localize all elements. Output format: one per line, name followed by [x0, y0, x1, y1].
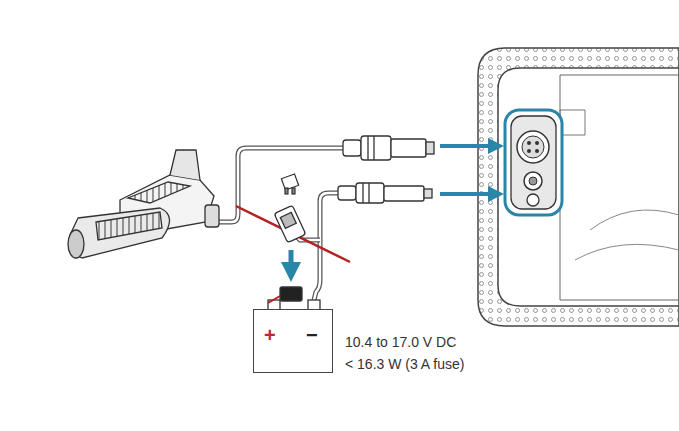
plug-arrow — [440, 192, 496, 196]
plug-arrow — [440, 144, 496, 148]
spare-fuse — [281, 174, 298, 194]
battery-terminals — [268, 287, 320, 310]
transducer-cable — [205, 148, 345, 222]
transducer-plug — [343, 136, 434, 160]
terminal-sign: − — [306, 324, 318, 347]
spec-text: < 16.3 W (3 A fuse) — [345, 356, 464, 373]
power-plug — [338, 183, 432, 203]
spec-text: 10.4 to 17.0 V DC — [345, 334, 456, 351]
transducer — [68, 150, 219, 258]
fuse-holder — [274, 205, 306, 242]
battery-box: +− — [253, 309, 333, 373]
terminal-sign: + — [264, 324, 276, 347]
display-unit — [478, 48, 679, 326]
fuse-arrow — [289, 250, 294, 272]
